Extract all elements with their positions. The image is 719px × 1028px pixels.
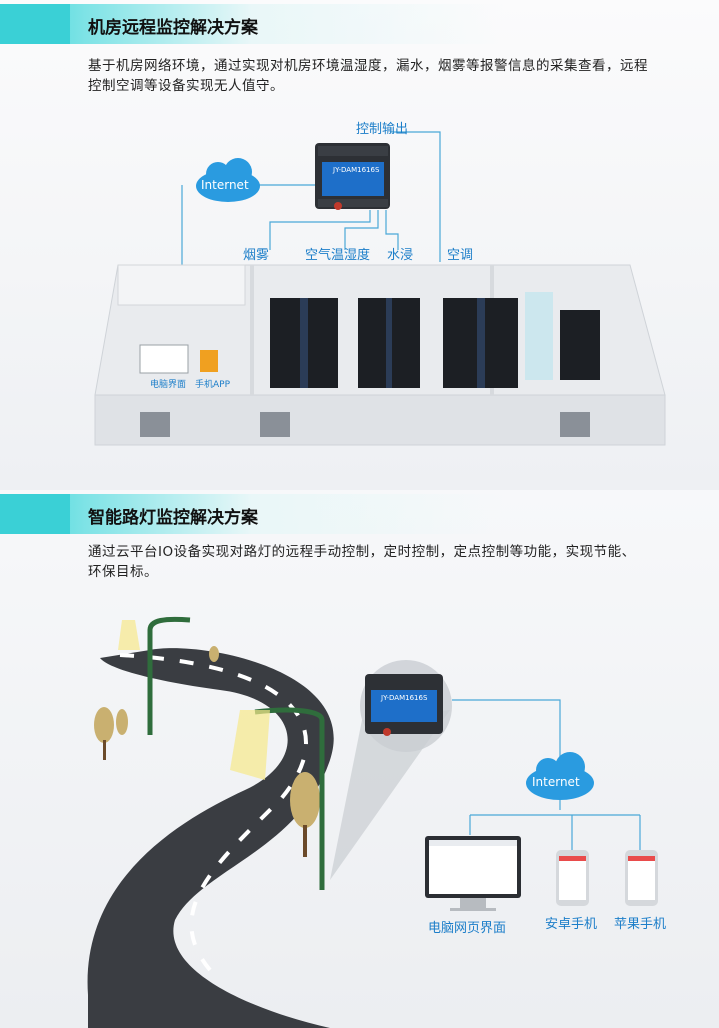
sensor-water-label: 水浸 <box>387 248 414 263</box>
sensor-smoke-label: 烟雾 <box>243 248 270 263</box>
device-model-label: JY-DAM1616S <box>381 694 428 702</box>
io-controller-device-icon <box>365 674 443 736</box>
section-title-bar: 机房远程监控解决方案 <box>0 4 719 44</box>
device-model-label: JY-DAM1616S <box>333 166 380 174</box>
internet-label: Internet <box>201 178 249 192</box>
title-accent <box>0 494 70 534</box>
internet-cloud-icon <box>526 752 594 800</box>
section-title-bar: 智能路灯监控解决方案 <box>0 494 719 534</box>
iphone-icon <box>625 850 658 906</box>
section-title: 智能路灯监控解决方案 <box>88 508 258 528</box>
section-description: 通过云平台IO设备实现对路灯的远程手动控制，定时控制，定点控制等功能，实现节能、… <box>88 544 636 580</box>
title-accent <box>0 4 70 44</box>
pc-interface-label: 电脑界面 <box>150 380 187 390</box>
section-title: 机房远程监控解决方案 <box>88 18 258 38</box>
pc-web-interface-label: 电脑网页界面 <box>428 921 507 936</box>
server-room-diagram <box>94 131 666 446</box>
io-controller-device-icon <box>315 143 390 210</box>
mobile-app-label: 手机APP <box>195 380 231 390</box>
street-light-diagram <box>87 616 658 1028</box>
section-description: 基于机房网络环境，通过实现对机房环境温湿度，漏水，烟雾等报警信息的采集查看，远程… <box>88 58 648 94</box>
iphone-label: 苹果手机 <box>614 917 667 932</box>
server-room-section: 机房远程监控解决方案 基于机房网络环境，通过实现对机房环境温湿度，漏水，烟雾等报… <box>0 0 719 490</box>
monitor-icon <box>425 836 521 911</box>
android-phone-icon <box>556 850 589 906</box>
internet-label: Internet <box>532 775 580 789</box>
street-light-section: 智能路灯监控解决方案 通过云平台IO设备实现对路灯的远程手动控制，定时控制，定点… <box>0 490 719 1028</box>
internet-cloud-icon <box>196 158 260 202</box>
control-output-label: 控制输出 <box>356 122 409 137</box>
sensor-temp-humidity-label: 空气温湿度 <box>305 248 371 263</box>
tree-icon <box>94 646 320 857</box>
android-phone-label: 安卓手机 <box>545 917 598 932</box>
road-shape <box>87 648 334 1028</box>
sensor-ac-label: 空调 <box>447 248 474 263</box>
